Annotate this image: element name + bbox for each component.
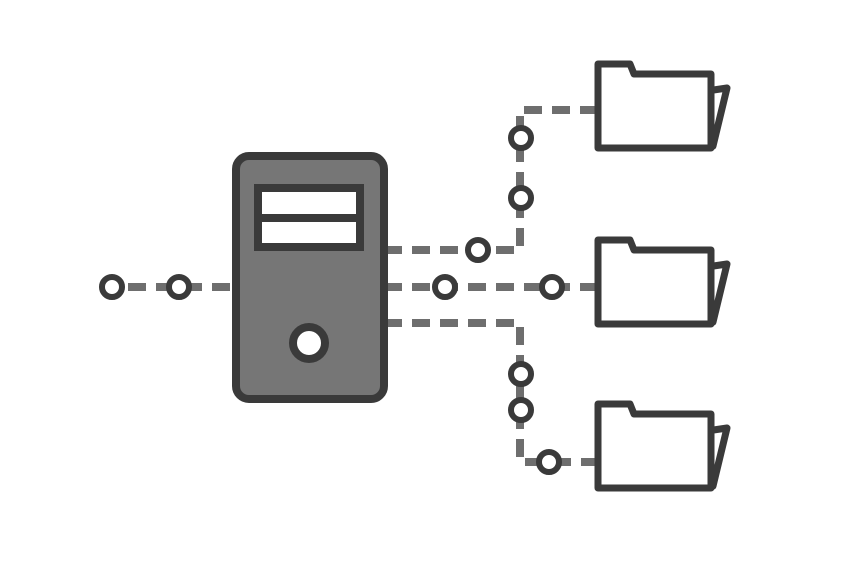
bottom-folder-connector-line [384,319,598,466]
bottom-path-node [536,449,562,475]
bottom-path-node [508,397,534,423]
middle-path-node [432,274,458,300]
folder-body [594,60,715,152]
folder-icon-bottom [594,400,731,492]
folder-icon-top [594,60,731,152]
top-path-node [508,185,534,211]
top-path-node [508,125,534,151]
folder-body [594,400,715,492]
server-power-button [289,323,329,363]
folder-body [594,236,715,328]
input-node [99,274,125,300]
top-path-node [465,237,491,263]
middle-path-node [539,274,565,300]
server-icon [232,152,388,403]
top-folder-connector-line [384,106,598,254]
input-node [166,274,192,300]
connection-nodes [99,125,565,475]
bottom-path-node [508,361,534,387]
folder-icon-middle [594,236,731,328]
